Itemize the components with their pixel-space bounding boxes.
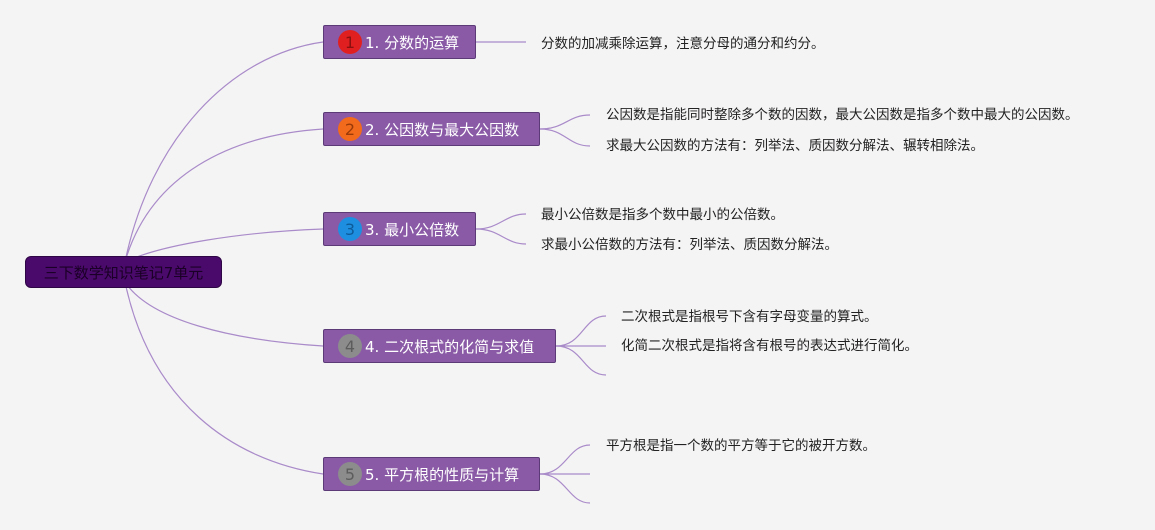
priority-1-icon: 1: [338, 30, 362, 54]
topic-node-5[interactable]: 5 5. 平方根的性质与计算: [323, 457, 540, 491]
topic-node-2[interactable]: 2 2. 公因数与最大公因数: [323, 112, 540, 146]
priority-5-icon: 5: [338, 462, 362, 486]
topic-3-note-1[interactable]: 最小公倍数是指多个数中最小的公倍数。: [541, 207, 784, 223]
topic-node-1[interactable]: 1 1. 分数的运算: [323, 25, 476, 59]
topic-4-note-2[interactable]: 化简二次根式是指将含有根号的表达式进行简化。: [621, 338, 918, 354]
priority-4-icon: 4: [338, 334, 362, 358]
priority-3-icon: 3: [338, 217, 362, 241]
topic-label: 1. 分数的运算: [365, 33, 460, 52]
topic-node-3[interactable]: 3 3. 最小公倍数: [323, 212, 476, 246]
topic-1-note-1[interactable]: 分数的加减乘除运算，注意分母的通分和约分。: [541, 36, 825, 52]
topic-5-note-1[interactable]: 平方根是指一个数的平方等于它的被开方数。: [606, 438, 876, 454]
topic-2-note-1[interactable]: 公因数是指能同时整除多个数的因数，最大公因数是指多个数中最大的公因数。: [606, 107, 1079, 123]
priority-2-icon: 2: [338, 117, 362, 141]
topic-2-note-2[interactable]: 求最大公因数的方法有：列举法、质因数分解法、辗转相除法。: [606, 138, 984, 154]
topic-label: 3. 最小公倍数: [365, 220, 460, 239]
topic-label: 5. 平方根的性质与计算: [365, 465, 520, 484]
root-node[interactable]: 三下数学知识笔记7单元: [25, 256, 222, 288]
topic-3-note-2[interactable]: 求最小公倍数的方法有：列举法、质因数分解法。: [541, 237, 838, 253]
topic-label: 2. 公因数与最大公因数: [365, 120, 520, 139]
topic-label: 4. 二次根式的化简与求值: [365, 337, 535, 356]
root-title: 三下数学知识笔记7单元: [43, 263, 204, 282]
topic-4-note-1[interactable]: 二次根式是指根号下含有字母变量的算式。: [621, 309, 878, 325]
topic-node-4[interactable]: 4 4. 二次根式的化简与求值: [323, 329, 556, 363]
